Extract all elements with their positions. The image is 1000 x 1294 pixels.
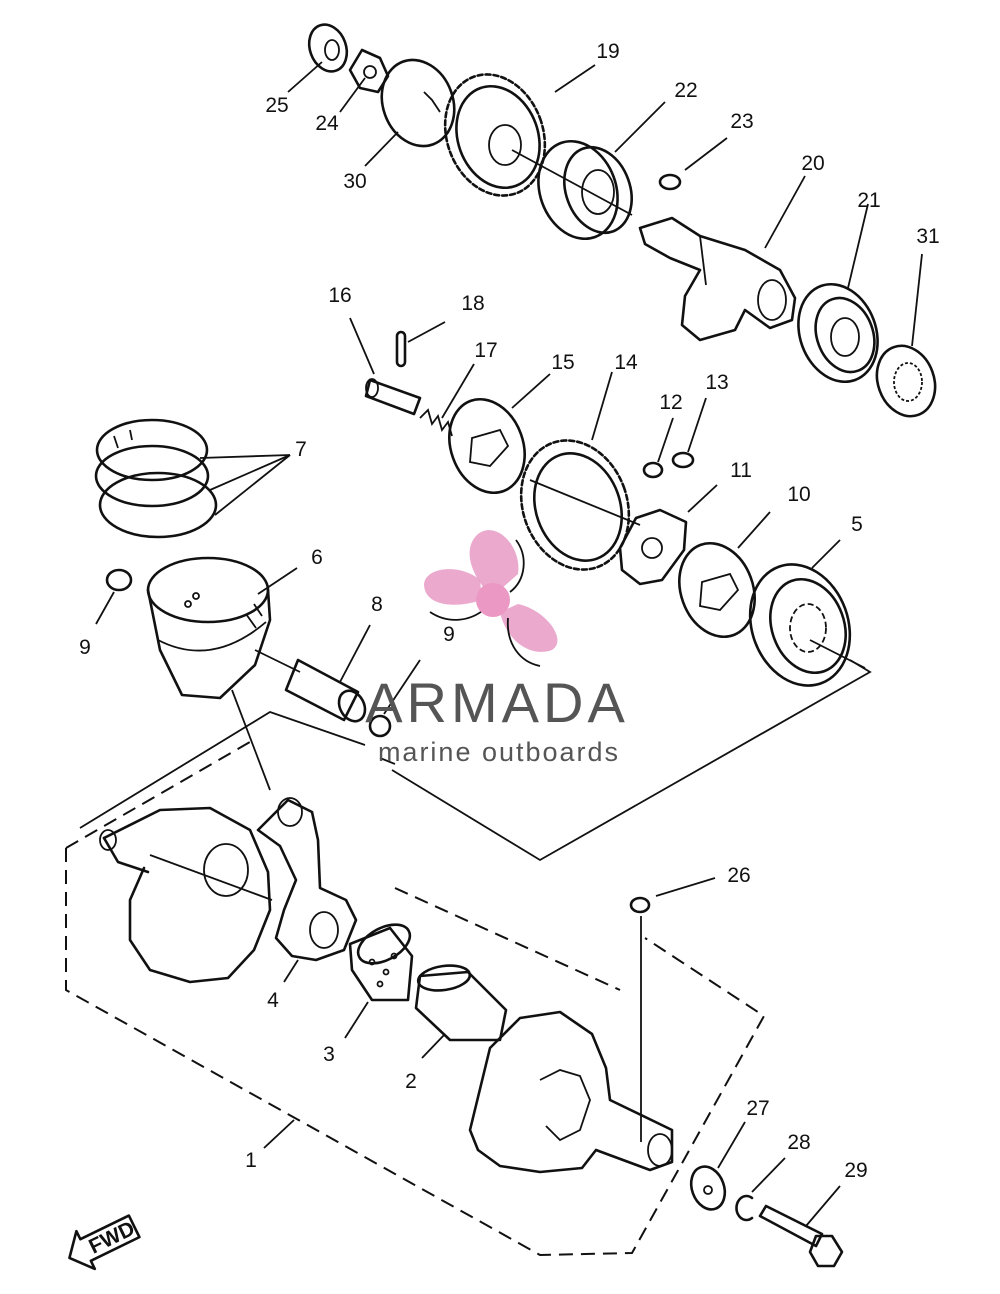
part-25-nut [307,23,349,73]
callout-8: 8 [371,593,383,616]
part-8-piston-pin [284,658,367,723]
crank-assembly-outline [65,848,766,1257]
callout-31: 31 [916,225,939,248]
callout-20: 20 [801,152,824,175]
part-9-circlip-left [105,568,133,592]
part-3-needle-bearing [348,923,414,1002]
part-7-piston-rings [94,418,218,539]
callout-2: 2 [405,1070,417,1093]
part-30-cover-plate [380,58,456,148]
callout-27: 27 [746,1097,769,1120]
callout-25: 25 [265,94,288,117]
part-17-spring [419,408,453,437]
callout-26: 26 [727,864,750,887]
callout-24: 24 [315,112,339,135]
callout-14: 14 [614,351,638,374]
crank-assembly-outline-top [65,741,251,849]
callout-12: 12 [659,391,682,414]
part-10-plate [678,541,756,639]
fwd-arrow: FWD [68,1214,141,1271]
part-11-damper [618,508,688,586]
part-1-crankshaft-left [99,806,273,984]
part-2-crank-pin [414,964,508,1042]
callout-16: 16 [328,284,351,307]
part-9-circlip-right [368,714,392,738]
callout-5: 5 [851,513,863,536]
callout-15: 15 [551,351,574,374]
callout-6: 6 [311,546,323,569]
part-15-plate [448,397,526,495]
propeller-logo-icon [424,530,558,667]
watermark-subtitle: marine outboards [378,737,620,767]
callout-1: 1 [245,1149,257,1172]
callout-21: 21 [857,189,880,212]
callout-9-right: 9 [443,623,455,646]
part-28-lock-washer [735,1194,754,1222]
part-23-woodruff-key [658,173,682,191]
part-29-bolt [758,1204,844,1268]
part-21-bearing [797,282,879,384]
callout-10: 10 [787,483,810,506]
callout-23: 23 [730,110,753,133]
part-14-balancer-gear [519,439,641,571]
armada-watermark: ARMADA marine outboards [365,530,629,767]
part-5-bearing [748,563,866,687]
part-13-pin [671,451,695,469]
part-6-piston [146,556,301,700]
callout-28: 28 [787,1131,810,1154]
callout-17: 17 [474,339,497,362]
callout-7: 7 [295,438,307,461]
part-16-shaft [364,378,422,416]
part-27-washer [689,1165,727,1211]
part-31-oil-seal [875,344,937,418]
part-12-pin [642,461,664,479]
part-20-balancer-shaft [638,216,797,342]
leader-lines [95,61,923,1227]
part-18-pin [395,330,407,368]
part-19-drive-gear [443,73,547,197]
callout-3: 3 [323,1043,335,1066]
callout-13: 13 [705,371,728,394]
crank-assembly-outline-right [394,887,621,991]
callout-19: 19 [596,40,619,63]
part-22-bearing [511,139,633,241]
part-4-connecting-rod [231,689,358,962]
callout-29: 29 [844,1159,867,1182]
callout-4: 4 [267,989,279,1012]
callout-30: 30 [343,170,366,193]
watermark-title: ARMADA [365,671,629,734]
callout-18: 18 [461,292,484,315]
part-1-crankshaft-right [468,916,674,1174]
callout-numbers: 1 2 3 4 5 6 7 8 9 9 10 11 12 13 14 15 16… [79,40,940,1182]
part-26-woodruff-key [629,896,651,914]
callout-11: 11 [730,459,752,482]
callout-9-left: 9 [79,636,91,659]
callout-22: 22 [674,79,697,102]
